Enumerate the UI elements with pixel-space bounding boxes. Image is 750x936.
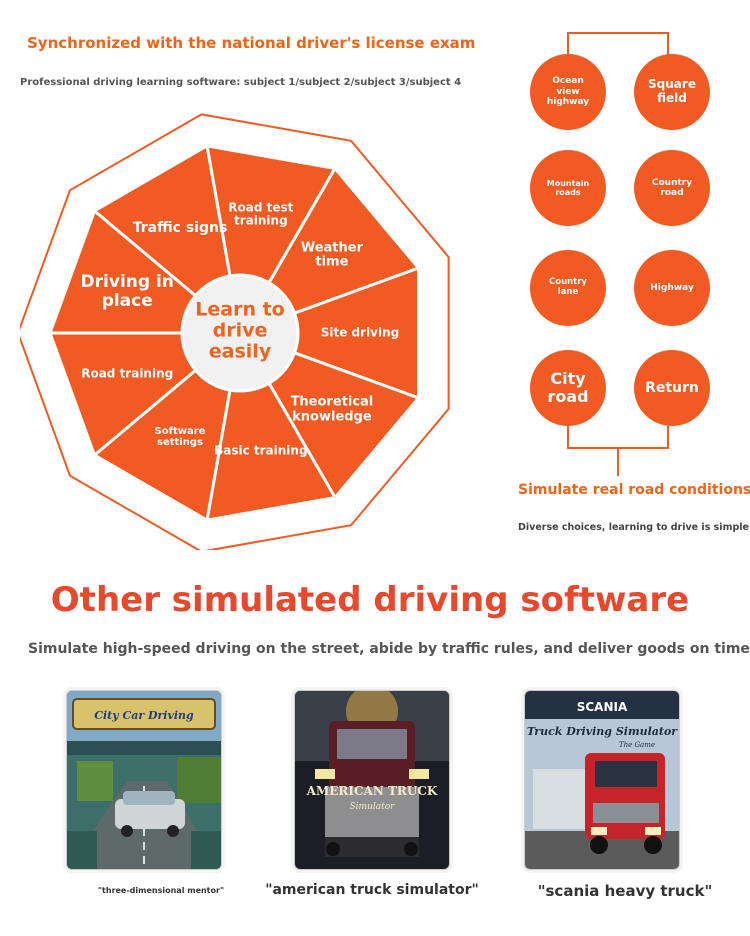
other-software-subtitle: Simulate high-speed driving on the stree…	[28, 641, 750, 657]
road-condition-button[interactable]: Country road	[634, 150, 710, 226]
wheel-segment-label: Basic training	[214, 443, 308, 458]
caption-scania: "scania heavy truck"	[537, 882, 713, 900]
wheel-segment-label: Software settings	[154, 425, 206, 448]
road-condition-button[interactable]: Return	[634, 350, 710, 426]
road-condition-label: Ocean view highway	[546, 76, 590, 108]
road-condition-button[interactable]: Country lane	[530, 250, 606, 326]
road-condition-label: Country lane	[549, 277, 587, 297]
cover-brand-scania: SCANIA	[577, 700, 628, 714]
wheel-segment-label: Driving in place	[80, 271, 174, 311]
wheel-center-circle	[180, 273, 300, 393]
cover-title-scania: Truck Driving Simulator	[527, 725, 678, 738]
road-condition-label: City road	[547, 368, 589, 406]
city-car-driving-cover[interactable]: City Car Driving	[66, 690, 222, 870]
wheel-segment-label: Site driving	[320, 325, 400, 340]
scania-truck-cover[interactable]: SCANIA Truck Driving Simulator The Game	[524, 690, 680, 870]
road-condition-button[interactable]: Highway	[634, 250, 710, 326]
wheel-segment-label: Road test training	[228, 200, 294, 228]
road-condition-button[interactable]: City road	[530, 350, 606, 426]
wheel-segment-label: Theoretical knowledge	[290, 394, 374, 425]
wheel-center-label: Learn to drive easily	[195, 298, 285, 363]
road-condition-label: Mountain roads	[546, 178, 590, 197]
learning-wheel-graphic	[20, 113, 450, 550]
road-condition-label: Square field	[648, 77, 696, 105]
road-conditions-connector	[567, 32, 669, 476]
road-condition-label: Country road	[651, 177, 693, 198]
wheel-segment-label: Road training	[81, 366, 174, 381]
caption-american-truck: "american truck simulator"	[265, 882, 479, 898]
road-condition-label: Return	[645, 379, 699, 396]
cover-title-city-car: City Car Driving	[94, 709, 194, 722]
road-conditions-subtitle: Diverse choices, learning to drive is si…	[518, 522, 749, 533]
road-condition-button[interactable]: Mountain roads	[530, 150, 606, 226]
wheel-segment-label: Weather time	[300, 240, 363, 270]
cover-title-ats: AMERICAN TRUCK	[306, 784, 438, 798]
road-condition-button[interactable]: Square field	[634, 54, 710, 130]
cover-subtitle-scania: The Game	[619, 741, 655, 749]
other-software-title: Other simulated driving software	[50, 580, 690, 620]
cover-subtitle-ats: Simulator	[350, 802, 396, 812]
road-condition-label: Highway	[650, 282, 694, 293]
road-condition-button[interactable]: Ocean view highway	[530, 54, 606, 130]
header-subtitle: Professional driving learning software: …	[20, 77, 462, 88]
road-conditions-title: Simulate real road conditions	[518, 482, 750, 498]
header-title: Synchronized with the national driver's …	[27, 34, 476, 52]
wheel-segment-label: Traffic signs	[132, 220, 228, 237]
american-truck-cover[interactable]: AMERICAN TRUCK Simulator	[294, 690, 450, 870]
caption-city-car: "three-dimensional mentor"	[97, 886, 225, 895]
